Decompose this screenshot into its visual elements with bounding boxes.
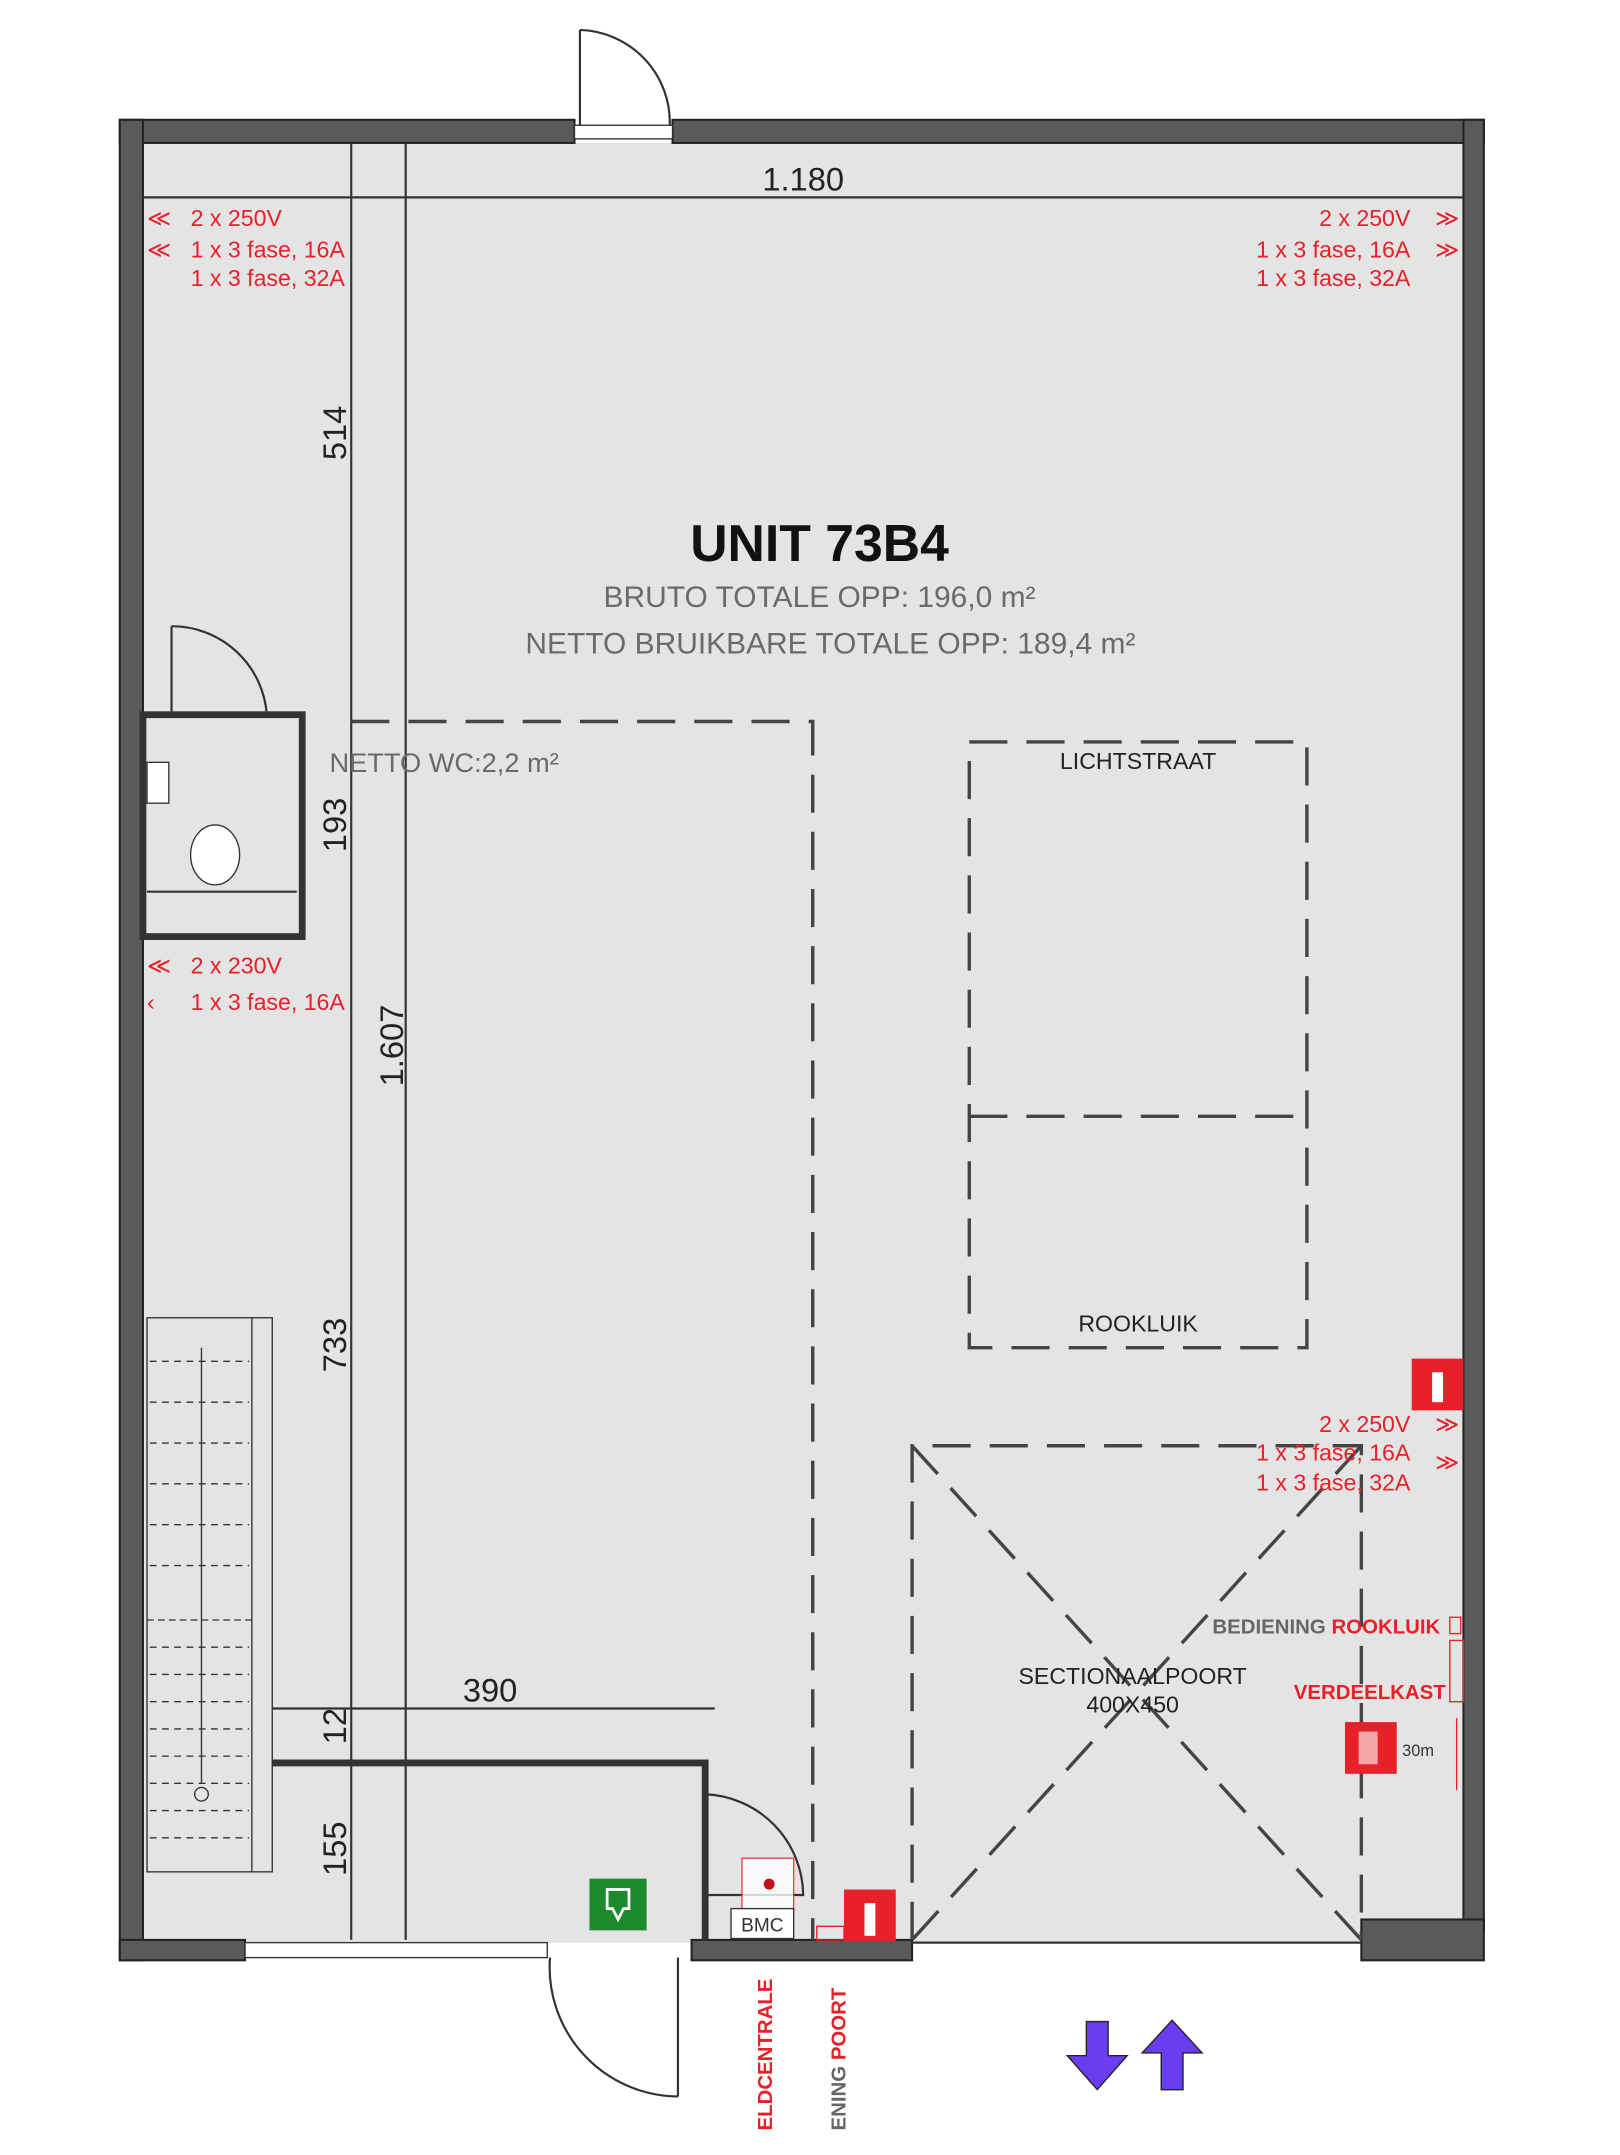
bruto-area: BRUTO TOTALE OPP: 196,0 m²: [604, 581, 1036, 614]
svg-text:1 x 3 fase, 32A: 1 x 3 fase, 32A: [191, 265, 346, 291]
fire-hose-icon: [1345, 1722, 1397, 1774]
hose-length: 30m: [1402, 1742, 1434, 1760]
walls: [118, 118, 1485, 1962]
verdeelkast-box: [1449, 1639, 1465, 1703]
bmc-box: [730, 1907, 795, 1940]
arrow-down-icon: [1065, 2020, 1129, 2091]
fire-extinguisher-icon: [816, 1889, 896, 1942]
svg-text:2 x 250V: 2 x 250V: [191, 205, 283, 231]
wc-room: [139, 625, 306, 941]
rookluik-label: ROOKLUIK: [1078, 1310, 1198, 1336]
door-bottom: [548, 1957, 680, 2098]
svg-text:1 x 3 fase, 16A: 1 x 3 fase, 16A: [1256, 236, 1411, 262]
svg-text:1 x 3 fase, 16A: 1 x 3 fase, 16A: [191, 236, 346, 262]
bediening-poort-label: ENING POORT: [828, 1987, 850, 2130]
dim-155: 155: [316, 1821, 353, 1876]
dim-12: 12: [316, 1708, 353, 1744]
unit-title: UNIT 73B4: [690, 514, 949, 572]
door-top: [578, 28, 671, 126]
svg-text:1 x 3 fase, 16A: 1 x 3 fase, 16A: [1256, 1440, 1411, 1466]
svg-text:1 x 3 fase, 32A: 1 x 3 fase, 32A: [1256, 1470, 1411, 1496]
dim-width-top: 1.180: [762, 161, 844, 198]
dim-390: 390: [463, 1672, 518, 1709]
netto-wc: NETTO WC:2,2 m²: [329, 747, 558, 778]
small-room-door: [705, 1793, 805, 1897]
outlets-top-left: 2 x 250V 1 x 3 fase, 16A 1 x 3 fase, 32A…: [147, 205, 345, 291]
staircase: [146, 1317, 273, 1873]
lichtstraat: [967, 740, 1309, 1350]
dim-193: 193: [316, 798, 353, 852]
emergency-exit-icon: [589, 1878, 647, 1931]
svg-text:1 x 3 fase, 32A: 1 x 3 fase, 32A: [1256, 265, 1411, 291]
svg-text:≫: ≫: [1435, 236, 1459, 262]
svg-text:≫: ≫: [1435, 1449, 1459, 1475]
outlets-mid-left: 2 x 230V 1 x 3 fase, 16A ≪ ‹: [147, 952, 345, 1015]
svg-text:2 x 230V: 2 x 230V: [191, 952, 283, 978]
outlets-bottom-right: 2 x 250V 1 x 3 fase, 16A 1 x 3 fase, 32A…: [1256, 1411, 1459, 1496]
dim-733: 733: [316, 1318, 353, 1373]
sectionaalpoort-label: SECTIONAALPOORT: [1018, 1663, 1246, 1689]
svg-text:‹: ‹: [147, 989, 155, 1015]
bmc-label: BMC: [741, 1916, 784, 1937]
dim-1607: 1.607: [373, 1005, 410, 1087]
meldcentrale-label: ELDCENTRALE: [755, 1979, 777, 2131]
fire-extinguisher-icon: [1411, 1358, 1464, 1411]
netto-area: NETTO BRUIKBARE TOTALE OPP: 189,4 m²: [525, 627, 1135, 660]
dimension-lines: [142, 142, 1464, 1940]
small-room-wall: [272, 1759, 709, 1940]
rookluik-control: [1449, 1616, 1462, 1635]
dim-514: 514: [316, 406, 353, 461]
svg-text:≪: ≪: [147, 236, 171, 262]
bediening-label: BEDIENING ROOKLUIK: [1212, 1617, 1440, 1639]
lichtstraat-label: LICHTSTRAAT: [1060, 748, 1216, 774]
dashed-zone: [351, 719, 815, 1940]
verdeelkast-label: VERDEELKAST: [1294, 1682, 1446, 1704]
svg-text:≪: ≪: [147, 952, 171, 978]
svg-text:2 x 250V: 2 x 250V: [1319, 205, 1411, 231]
svg-text:1 x 3 fase, 16A: 1 x 3 fase, 16A: [191, 989, 346, 1015]
floor-area: [142, 142, 1464, 1943]
meldcentrale-dot: [763, 1878, 775, 1890]
svg-text:≪: ≪: [147, 205, 171, 231]
sectional-door: [910, 1444, 1364, 1942]
arrow-up-icon: [1140, 2019, 1204, 2091]
poort-size: 400X450: [1086, 1692, 1179, 1718]
outlets-top-right: 2 x 250V 1 x 3 fase, 16A 1 x 3 fase, 32A…: [1256, 205, 1459, 291]
svg-text:≫: ≫: [1435, 205, 1459, 231]
svg-text:≫: ≫: [1435, 1411, 1459, 1437]
svg-text:2 x 250V: 2 x 250V: [1319, 1411, 1411, 1437]
